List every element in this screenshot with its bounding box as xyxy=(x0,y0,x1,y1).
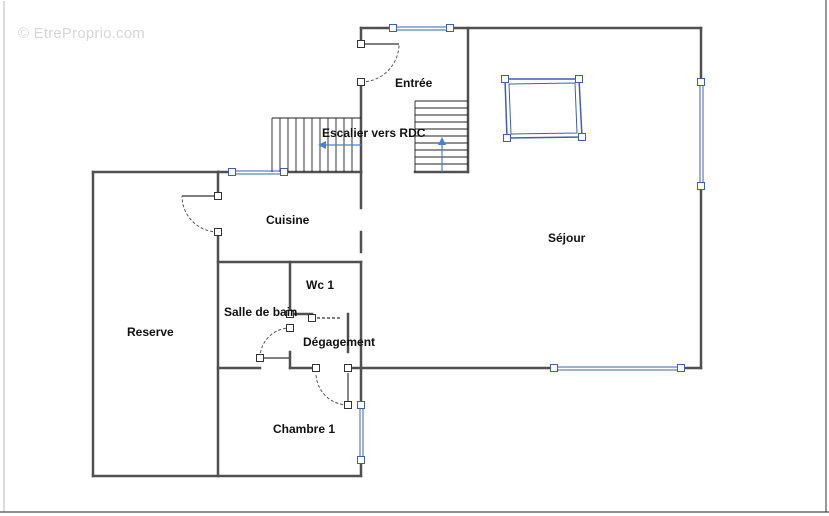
windows xyxy=(232,26,704,460)
room-label-reserve: Reserve xyxy=(127,325,174,339)
room-label-chambre: Chambre 1 xyxy=(273,422,336,436)
room-label-escalier: Escalier vers RDC xyxy=(322,126,426,140)
room-label-sejour: Séjour xyxy=(548,231,586,245)
grip-handles xyxy=(214,24,705,464)
sejour-furniture xyxy=(504,78,583,139)
stair-arrows xyxy=(318,137,446,172)
door-leaves xyxy=(182,43,399,405)
room-label-salle-de-bain: Salle de bain xyxy=(224,305,298,319)
room-label-wc: Wc 1 xyxy=(306,278,335,292)
stair-arrow-up-icon xyxy=(438,137,446,145)
watermark-text: © EtreProprio.com xyxy=(18,25,145,42)
stairs-right xyxy=(414,100,468,172)
door-swing-chambre xyxy=(315,372,349,406)
door-swings xyxy=(181,43,400,406)
door-swing-sdb xyxy=(259,327,291,359)
door-swing-cuisine xyxy=(181,195,219,233)
room-label-degagement: Dégagement xyxy=(303,335,376,349)
room-label-cuisine: Cuisine xyxy=(266,213,310,227)
door-swing-entree xyxy=(360,43,400,83)
stair-arrow-left-icon xyxy=(318,141,326,149)
room-label-entree: Entrée xyxy=(395,76,433,90)
walls xyxy=(91,26,703,478)
